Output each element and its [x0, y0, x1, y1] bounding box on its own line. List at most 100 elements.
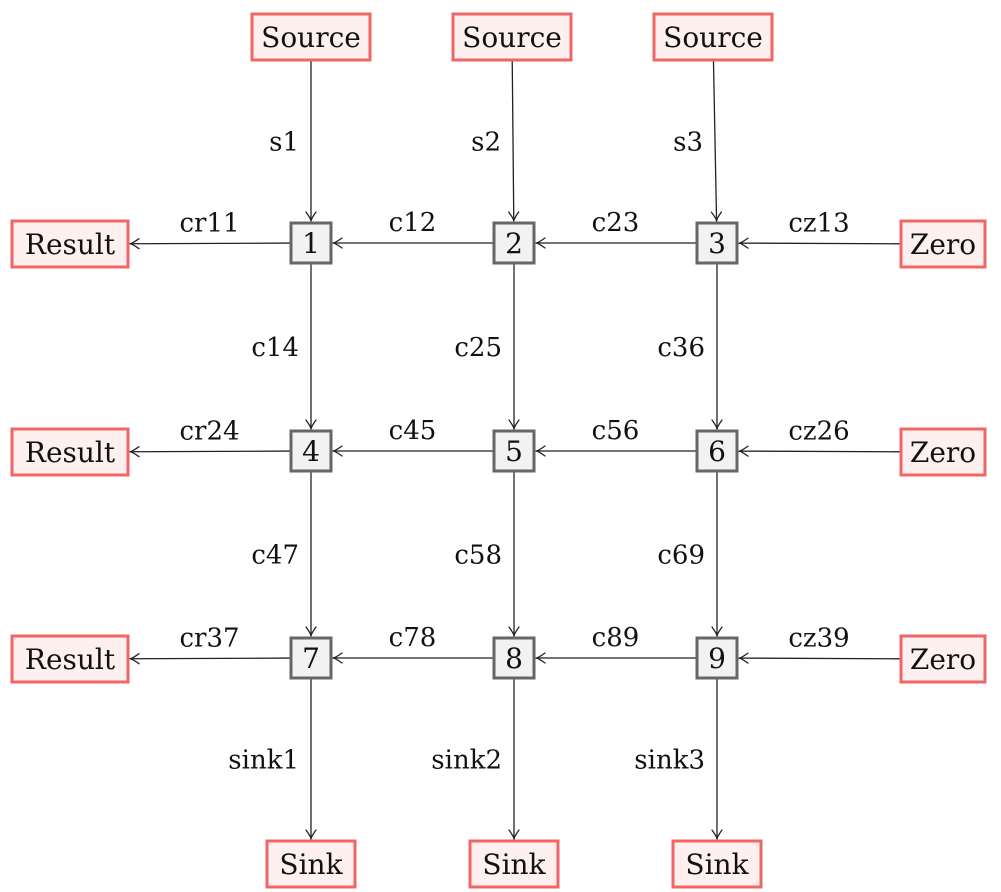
edge-sink3	[711, 678, 723, 840]
arrowhead-icon	[129, 446, 140, 458]
terminal-box	[451, 12, 573, 62]
edge-label: c47	[251, 541, 299, 571]
arrowhead-icon	[738, 237, 749, 249]
arrowhead-icon	[711, 626, 723, 637]
edge-label: sink1	[228, 746, 299, 776]
node-n6: 6	[695, 429, 739, 473]
node-res2: Result	[10, 427, 130, 477]
edge-line	[511, 59, 515, 222]
process-box	[289, 221, 333, 265]
node-zero2: Zero	[899, 427, 987, 477]
edge-label: sink2	[431, 746, 502, 776]
process-box	[492, 221, 536, 265]
edge-line	[738, 450, 902, 453]
edge-c25	[508, 263, 520, 430]
arrowhead-icon	[535, 237, 546, 249]
process-box	[695, 221, 739, 265]
node-label: 6	[708, 435, 726, 468]
edge-s2	[508, 59, 520, 222]
node-label: 2	[505, 227, 523, 260]
node-label: Source	[462, 21, 562, 54]
edge-c14	[305, 263, 317, 430]
arrowhead-icon	[710, 211, 723, 222]
edge-line	[129, 242, 292, 245]
node-zero3: Zero	[899, 634, 987, 684]
node-label: 1	[302, 227, 320, 260]
edge-c69	[711, 471, 723, 637]
node-label: Zero	[910, 228, 976, 261]
arrowhead-icon	[711, 419, 723, 430]
terminal-box	[250, 12, 372, 62]
arrowhead-icon	[332, 237, 343, 249]
node-n2: 2	[492, 221, 536, 265]
edge-label: c25	[454, 333, 502, 363]
terminal-box	[10, 427, 130, 477]
node-label: 3	[708, 227, 726, 260]
edge-label: s1	[269, 128, 299, 158]
node-label: Sink	[482, 848, 546, 881]
arrowhead-icon	[535, 445, 546, 457]
process-box	[289, 429, 333, 473]
edge-cz39	[738, 652, 902, 664]
arrowhead-icon	[305, 211, 317, 222]
edge-s1	[305, 60, 317, 222]
node-sink3: Sink	[671, 839, 763, 889]
edge-label: sink3	[634, 746, 705, 776]
edge-c45	[332, 445, 494, 457]
node-zero1: Zero	[899, 219, 987, 269]
terminal-box	[899, 427, 987, 477]
edge-label: cz26	[788, 416, 849, 446]
process-box	[289, 636, 333, 680]
edge-c36	[711, 263, 723, 430]
edge-line	[738, 242, 902, 245]
node-n9: 9	[695, 636, 739, 680]
edge-line	[129, 657, 292, 660]
process-box	[695, 429, 739, 473]
process-box	[492, 429, 536, 473]
terminal-box	[899, 634, 987, 684]
process-box	[695, 636, 739, 680]
arrowhead-icon	[711, 829, 723, 840]
arrowhead-icon	[129, 238, 140, 250]
edge-cr37	[129, 653, 292, 665]
arrowhead-icon	[305, 626, 317, 637]
arrowhead-icon	[508, 829, 520, 840]
edge-label: s2	[471, 128, 501, 158]
terminal-box	[671, 839, 763, 889]
edge-label: c78	[389, 623, 437, 653]
node-label: Source	[261, 21, 361, 54]
terminal-box	[265, 839, 357, 889]
terminal-box	[10, 219, 130, 269]
arrowhead-icon	[332, 652, 343, 664]
node-n1: 1	[289, 221, 333, 265]
edge-sink1	[305, 678, 317, 840]
edge-label: s3	[673, 128, 703, 158]
node-sink2: Sink	[468, 839, 560, 889]
node-res3: Result	[10, 634, 130, 684]
node-label: 5	[505, 435, 523, 468]
arrowhead-icon	[508, 211, 520, 222]
edge-label: cr37	[179, 623, 239, 653]
arrowhead-icon	[535, 652, 546, 664]
edge-s3	[710, 59, 723, 222]
process-box	[492, 636, 536, 680]
arrowhead-icon	[508, 419, 520, 430]
edge-c56	[535, 445, 697, 457]
edge-line	[738, 657, 902, 660]
arrowhead-icon	[305, 419, 317, 430]
edge-c78	[332, 652, 494, 664]
node-res1: Result	[10, 219, 130, 269]
arrowhead-icon	[738, 652, 749, 664]
terminal-box	[468, 839, 560, 889]
edges-layer	[129, 59, 902, 840]
edge-line	[129, 450, 292, 453]
arrowhead-icon	[129, 653, 140, 665]
edge-label: c12	[389, 208, 437, 238]
node-label: Zero	[910, 643, 976, 676]
node-n4: 4	[289, 429, 333, 473]
edge-c47	[305, 471, 317, 637]
edge-c23	[535, 237, 697, 249]
node-n8: 8	[492, 636, 536, 680]
